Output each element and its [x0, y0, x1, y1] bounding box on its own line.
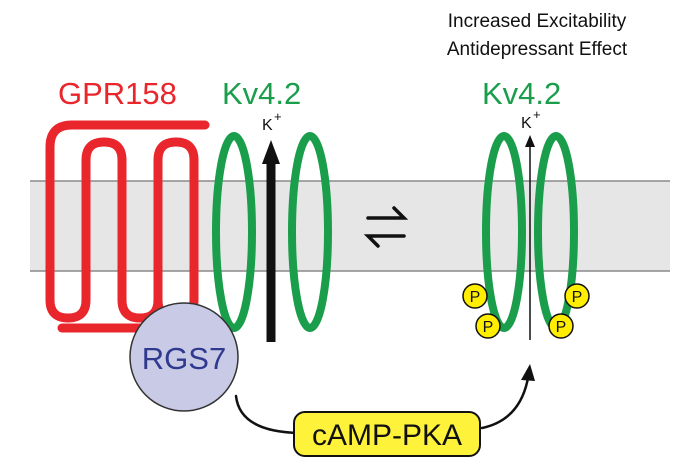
effect-line-1: Increased Excitability [448, 11, 627, 32]
k-efflux-arrowhead-right [525, 135, 535, 147]
cell-membrane [30, 181, 670, 271]
kv42-label-right: Kv4.2 [482, 76, 561, 111]
svg-text:P: P [572, 289, 583, 306]
camp-pka-label: cAMP-PKA [312, 419, 462, 452]
kv42-left-subunit-2 [288, 132, 332, 332]
phosphate-group: P [475, 313, 501, 339]
kv42-right-subunit-1 [482, 132, 526, 332]
k-ion-label-left: K [262, 117, 273, 134]
svg-text:P: P [470, 289, 481, 306]
k-efflux-arrowhead-left [262, 140, 280, 164]
rgs7-label: RGS7 [142, 341, 226, 376]
rgs7-protein [129, 302, 239, 412]
k-ion-charge-right: + [533, 107, 541, 122]
camp-pka-box [293, 411, 481, 457]
activation-arrowhead [521, 364, 535, 381]
kv42-label-left: Kv4.2 [222, 76, 301, 111]
phosphate-group: P [548, 313, 574, 339]
gpr158-receptor [45, 120, 210, 323]
inhibition-arrow-icon [234, 394, 302, 447]
phosphate-group: P [564, 283, 590, 309]
svg-text:P: P [556, 319, 567, 336]
gpr158-label: GPR158 [58, 76, 177, 111]
kv42-left-subunit-1 [212, 132, 256, 332]
phosphate-group: P [462, 283, 488, 309]
equilibrium-harpoons-icon [363, 206, 409, 248]
k-ion-charge-left: + [274, 109, 282, 124]
effect-line-2: Antidepressant Effect [447, 39, 628, 60]
k-ion-label-right: K [521, 115, 532, 132]
svg-text:P: P [483, 319, 494, 336]
activation-arrow-icon [480, 376, 530, 430]
